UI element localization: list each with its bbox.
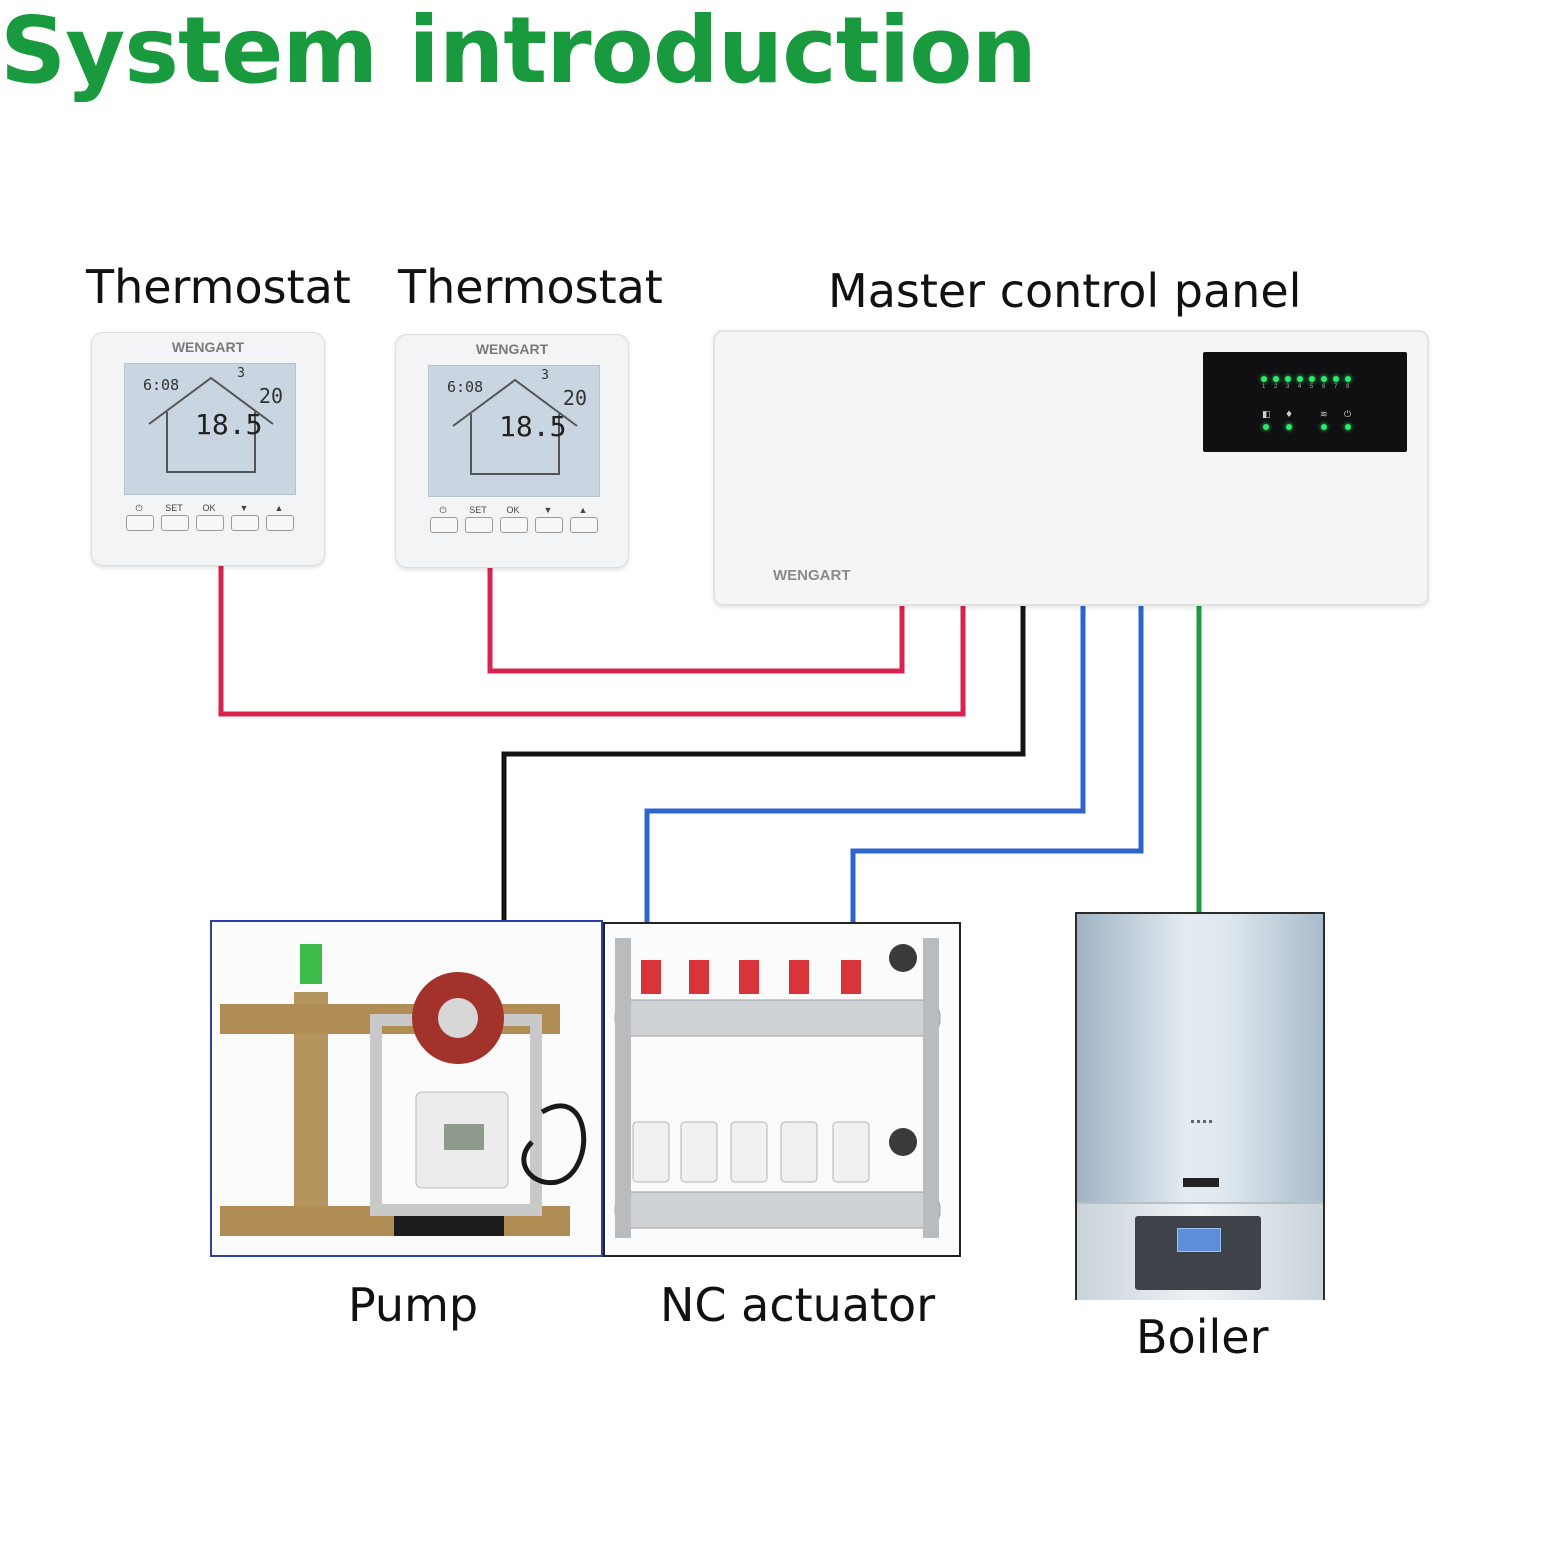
ok-button-label: OK xyxy=(202,503,216,513)
thermostat-room-temp: 18.5 xyxy=(499,410,567,443)
zone-led-6 xyxy=(1321,376,1327,382)
panel-brand: WENGART xyxy=(773,567,851,584)
thermostat-1: WENGART 6:08 3 20 18.5 ⏻ SET OK ▼ ▲ xyxy=(91,332,325,566)
master-panel-label: Master control panel xyxy=(828,264,1302,318)
power-status-icon: ⏻ xyxy=(1344,410,1352,420)
set-button-label: SET xyxy=(165,503,183,513)
pump-assembly xyxy=(210,920,603,1257)
pump-wire xyxy=(501,606,1026,922)
wifi-status-led xyxy=(1321,424,1327,430)
zone-number-8: 8 xyxy=(1346,384,1350,390)
zone-led-5 xyxy=(1309,376,1315,382)
boiler-control-strip xyxy=(1077,1202,1323,1300)
thermostat-time: 6:08 xyxy=(143,376,180,394)
down-button xyxy=(231,515,259,531)
house-icon xyxy=(452,378,578,475)
thermostat-screen: 6:08 3 20 18.5 xyxy=(124,363,296,495)
power-button xyxy=(430,517,458,533)
zone-number-7: 7 xyxy=(1334,384,1338,390)
boiler-badge xyxy=(1183,1178,1219,1187)
zone-number-5: 5 xyxy=(1310,384,1314,390)
zone-led-4 xyxy=(1297,376,1303,382)
ok-button xyxy=(500,517,528,533)
thermostat-1-label: Thermostat xyxy=(86,260,351,314)
wifi-status-icon: ≋ xyxy=(1320,410,1328,420)
ok-button-label: OK xyxy=(506,505,520,515)
up-button xyxy=(266,515,294,531)
power-button-label: ⏻ xyxy=(439,505,447,515)
pump-illustration xyxy=(220,944,587,1236)
zone-number-2: 2 xyxy=(1274,384,1278,390)
ok-button xyxy=(196,515,224,531)
set-button-label: SET xyxy=(469,505,487,515)
thermostat-2-label: Thermostat xyxy=(398,260,663,314)
house-icon xyxy=(148,376,274,473)
thermostat-time: 6:08 xyxy=(447,378,484,396)
zone-led-1 xyxy=(1261,376,1267,382)
thermostat-set-temp: 20 xyxy=(258,384,283,408)
zone-number-3: 3 xyxy=(1286,384,1290,390)
down-button xyxy=(535,517,563,533)
set-button xyxy=(161,515,189,531)
boiler-display xyxy=(1177,1228,1221,1252)
thermostat-1-wire xyxy=(218,566,966,717)
up-button-label: ▲ xyxy=(578,505,588,515)
panel-led-display: 1 2 3 4 5 6 7 8 ◧ ♦ ≋ ⏻ xyxy=(1203,352,1407,452)
zone-number-4: 4 xyxy=(1298,384,1302,390)
zone-number-1: 1 xyxy=(1262,384,1266,390)
thermostat-2-wire xyxy=(487,566,905,674)
thermostat-day: 3 xyxy=(237,366,245,381)
manifold-illustration xyxy=(614,938,941,1238)
manifold-assembly xyxy=(603,922,961,1257)
zone-led-3 xyxy=(1285,376,1291,382)
thermostat-room-temp: 18.5 xyxy=(195,408,263,441)
pump-status-icon: ◧ xyxy=(1262,410,1271,420)
zone-number-6: 6 xyxy=(1322,384,1326,390)
up-button-label: ▲ xyxy=(274,503,284,513)
boiler-control-panel xyxy=(1135,1216,1261,1290)
thermostat-brand: WENGART xyxy=(171,339,245,355)
down-button-label: ▼ xyxy=(239,503,249,513)
down-button-label: ▼ xyxy=(543,505,553,515)
thermostat-2: WENGART 6:08 3 20 18.5 ⏻ SET OK ▼ ▲ xyxy=(395,334,629,568)
power-status-led xyxy=(1345,424,1351,430)
heating-status-led xyxy=(1286,424,1292,430)
thermostat-day: 3 xyxy=(541,368,549,383)
zone-led-7 xyxy=(1333,376,1339,382)
boiler-unit xyxy=(1075,912,1325,1300)
set-button xyxy=(465,517,493,533)
pump-label: Pump xyxy=(348,1278,479,1332)
page-title: System introduction xyxy=(0,0,1037,104)
boiler-label: Boiler xyxy=(1136,1310,1269,1364)
power-button-label: ⏻ xyxy=(135,503,143,513)
heating-status-icon: ♦ xyxy=(1285,410,1294,420)
pump-status-led xyxy=(1263,424,1269,430)
master-control-panel: 1 2 3 4 5 6 7 8 ◧ ♦ ≋ ⏻ WENGART xyxy=(713,330,1429,606)
zone-led-8 xyxy=(1345,376,1351,382)
up-button xyxy=(570,517,598,533)
nc-actuator-label: NC actuator xyxy=(660,1278,936,1332)
zone-led-2 xyxy=(1273,376,1279,382)
thermostat-screen: 6:08 3 20 18.5 xyxy=(428,365,600,497)
thermostat-brand: WENGART xyxy=(475,341,549,357)
thermostat-set-temp: 20 xyxy=(562,386,587,410)
power-button xyxy=(126,515,154,531)
